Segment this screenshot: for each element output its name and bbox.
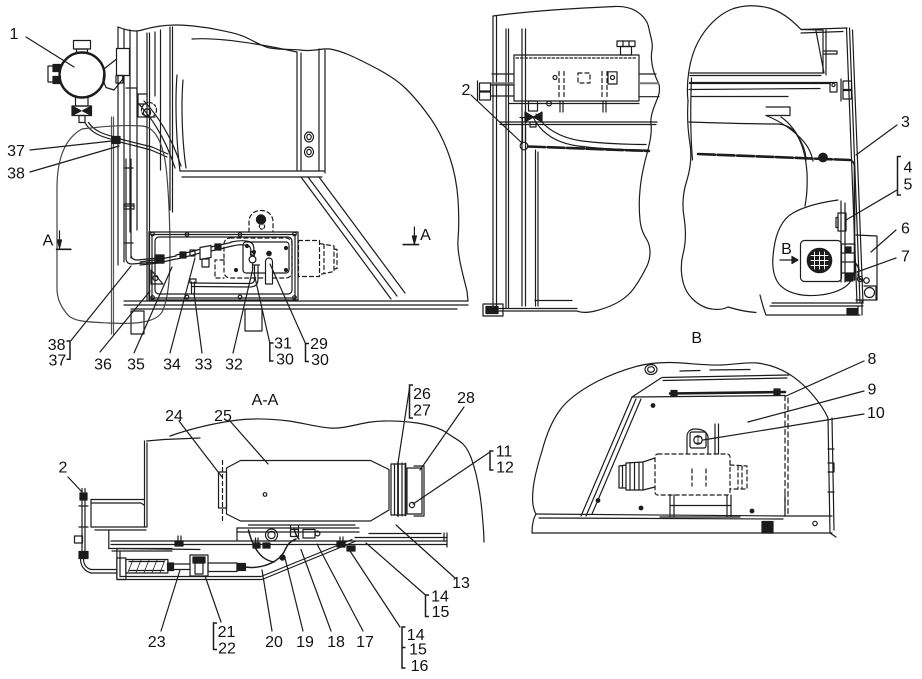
svg-text:B: B xyxy=(691,330,702,347)
svg-text:13: 13 xyxy=(452,575,470,592)
svg-text:37: 37 xyxy=(49,353,67,370)
svg-text:25: 25 xyxy=(214,408,232,425)
svg-text:38: 38 xyxy=(7,166,25,183)
svg-text:1: 1 xyxy=(10,26,19,43)
svg-text:B: B xyxy=(781,241,792,258)
svg-text:11: 11 xyxy=(496,444,513,461)
svg-text:30: 30 xyxy=(276,352,294,369)
svg-text:28: 28 xyxy=(457,390,475,407)
svg-text:34: 34 xyxy=(163,357,181,374)
svg-text:19: 19 xyxy=(296,634,314,651)
svg-text:9: 9 xyxy=(868,382,877,399)
svg-text:30: 30 xyxy=(311,352,329,369)
svg-text:2: 2 xyxy=(59,460,68,477)
svg-text:14: 14 xyxy=(431,589,449,606)
svg-text:15: 15 xyxy=(409,642,427,659)
svg-text:37: 37 xyxy=(7,143,25,160)
svg-text:35: 35 xyxy=(127,357,145,374)
svg-text:4: 4 xyxy=(904,160,913,177)
svg-text:31: 31 xyxy=(274,336,292,353)
svg-text:3: 3 xyxy=(901,114,910,131)
svg-text:A: A xyxy=(420,227,431,244)
svg-text:2: 2 xyxy=(462,82,471,99)
svg-text:18: 18 xyxy=(327,634,345,651)
svg-text:8: 8 xyxy=(868,351,877,368)
svg-text:21: 21 xyxy=(218,624,236,641)
svg-text:22: 22 xyxy=(218,641,236,658)
svg-text:7: 7 xyxy=(901,249,910,266)
svg-text:A: A xyxy=(43,233,54,250)
svg-text:23: 23 xyxy=(148,634,166,651)
svg-text:10: 10 xyxy=(867,405,885,422)
svg-text:32: 32 xyxy=(225,357,243,374)
svg-text:20: 20 xyxy=(265,634,283,651)
svg-text:27: 27 xyxy=(413,403,431,420)
svg-text:26: 26 xyxy=(413,386,431,403)
svg-text:15: 15 xyxy=(432,604,450,621)
svg-text:14: 14 xyxy=(407,627,425,644)
svg-text:38: 38 xyxy=(48,337,66,354)
svg-text:16: 16 xyxy=(411,658,429,675)
svg-text:36: 36 xyxy=(94,357,112,374)
svg-text:6: 6 xyxy=(901,221,910,238)
svg-text:33: 33 xyxy=(195,357,213,374)
svg-text:12: 12 xyxy=(496,460,514,477)
svg-text:29: 29 xyxy=(310,336,328,353)
svg-text:24: 24 xyxy=(165,408,183,425)
svg-text:17: 17 xyxy=(356,634,374,651)
svg-text:5: 5 xyxy=(904,177,913,194)
svg-text:A-A: A-A xyxy=(252,392,279,409)
